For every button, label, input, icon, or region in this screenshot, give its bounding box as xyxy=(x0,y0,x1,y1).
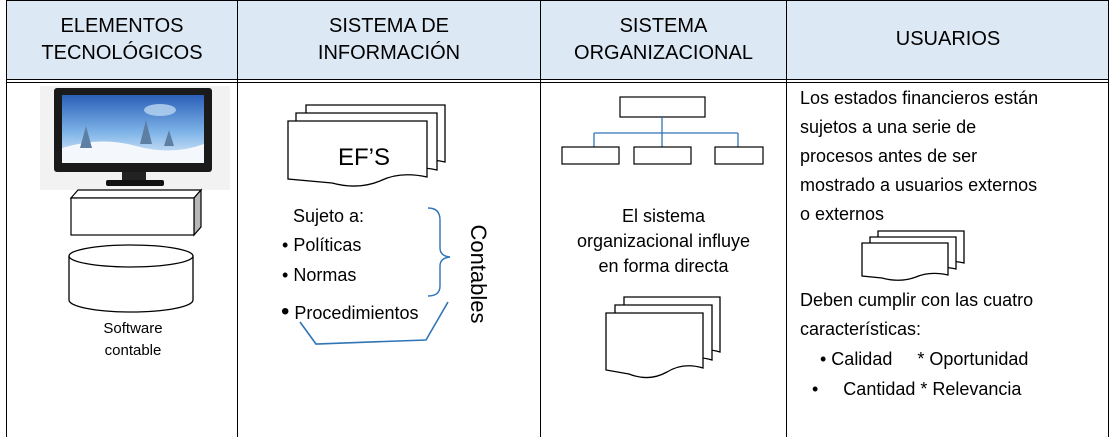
contables-vertical-label: Contables xyxy=(466,224,491,324)
header-sistema-organizacional: SISTEMA ORGANIZACIONAL xyxy=(541,0,786,79)
bullet-dot: • xyxy=(281,298,290,325)
header-divider-second xyxy=(6,82,1109,83)
characteristics-list-line: • Calidad * Oportunidad xyxy=(820,349,1029,369)
org-chart-icon xyxy=(561,96,764,165)
text-line: características: xyxy=(800,319,922,339)
database-cylinder-icon xyxy=(68,244,194,313)
text-line: El sistema xyxy=(621,206,706,226)
header-elementos-tecnologicos: ELEMENTOS TECNOLÓGICOS xyxy=(7,0,237,79)
subject-label: Sujeto a: xyxy=(293,206,365,226)
caption-line: Software xyxy=(103,320,163,337)
text-line: procesos antes de ser xyxy=(800,146,978,166)
software-caption: Software contable xyxy=(70,318,196,362)
column-divider xyxy=(237,0,238,437)
header-line: USUARIOS xyxy=(895,28,1001,50)
characteristics-list-line: • Cantidad * Relevancia xyxy=(812,379,1022,399)
header-line: SISTEMA xyxy=(619,14,708,37)
bullet-item: • Políticas xyxy=(282,235,361,256)
computer-case-icon xyxy=(69,188,203,237)
text-line: sujetos a una serie de xyxy=(800,117,977,137)
stacked-documents-icon xyxy=(605,296,721,379)
column-divider xyxy=(6,0,7,437)
usuarios-paragraph: Los estados financieros están sujetos a … xyxy=(800,84,1038,229)
column-divider xyxy=(1108,0,1109,437)
bullet-dot: • xyxy=(282,235,289,255)
bullet-dot: • xyxy=(282,265,289,285)
bullet-item: • Procedimientos xyxy=(281,298,418,326)
column-divider xyxy=(540,0,541,437)
text-line: o externos xyxy=(800,204,885,224)
stacked-documents-icon xyxy=(287,104,446,187)
header-usuarios: USUARIOS xyxy=(787,0,1109,79)
text-line: en forma directa xyxy=(598,256,729,276)
header-line: TECNOLÓGICOS xyxy=(41,41,203,64)
usuarios-requirements: Deben cumplir con las cuatro característ… xyxy=(800,286,1033,344)
header-line: INFORMACIÓN xyxy=(317,41,461,64)
computer-monitor-icon xyxy=(40,86,230,190)
bullet-label: Políticas xyxy=(293,235,362,255)
table-top-border xyxy=(6,0,1109,1)
bullet-label: Procedimientos xyxy=(294,303,419,323)
ef-label: EF’S xyxy=(338,144,391,171)
text-line: Los estados financieros están xyxy=(800,88,1039,108)
column-divider xyxy=(786,0,787,437)
bullet-label: Normas xyxy=(293,265,357,285)
text-line: Deben cumplir con las cuatro xyxy=(800,290,1034,310)
stacked-documents-icon xyxy=(861,230,965,281)
header-divider xyxy=(6,79,1109,80)
header-sistema-informacion: SISTEMA DE INFORMACIÓN xyxy=(238,0,540,79)
text-line: organizacional influye xyxy=(576,231,751,251)
header-line: ORGANIZACIONAL xyxy=(574,41,753,64)
caption-line: contable xyxy=(104,342,162,359)
text-line: mostrado a usuarios externos xyxy=(800,175,1038,195)
header-line: SISTEMA DE xyxy=(328,14,450,37)
organizacional-text: El sistema organizacional influye en for… xyxy=(541,204,786,279)
bullet-item: • Normas xyxy=(282,265,356,286)
header-line: ELEMENTOS xyxy=(60,14,184,37)
bracket-connector xyxy=(299,207,451,345)
